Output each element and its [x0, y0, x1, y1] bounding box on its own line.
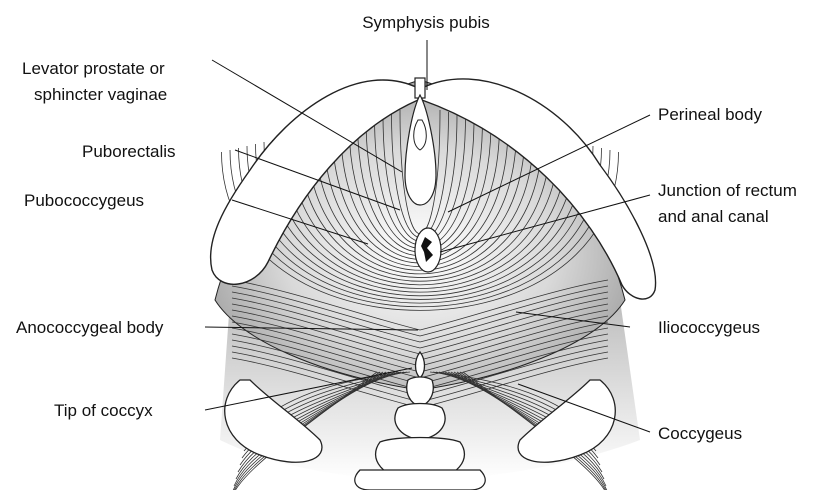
label-tip-of-coccyx: Tip of coccyx [54, 401, 153, 420]
label-coccygeus: Coccygeus [658, 424, 742, 443]
label-junction-2: and anal canal [658, 207, 769, 226]
label-anococcygeal-body: Anococcygeal body [16, 318, 164, 337]
label-junction-1: Junction of rectum [658, 181, 797, 200]
label-iliococcygeus: Iliococcygeus [658, 318, 760, 337]
label-levator-prostate-2: sphincter vaginae [34, 85, 167, 104]
label-symphysis-pubis: Symphysis pubis [362, 13, 490, 32]
label-pubococcygeus: Pubococcygeus [24, 191, 144, 210]
label-perineal-body: Perineal body [658, 105, 762, 124]
label-levator-prostate-1: Levator prostate or [22, 59, 165, 78]
label-puborectalis: Puborectalis [82, 142, 176, 161]
